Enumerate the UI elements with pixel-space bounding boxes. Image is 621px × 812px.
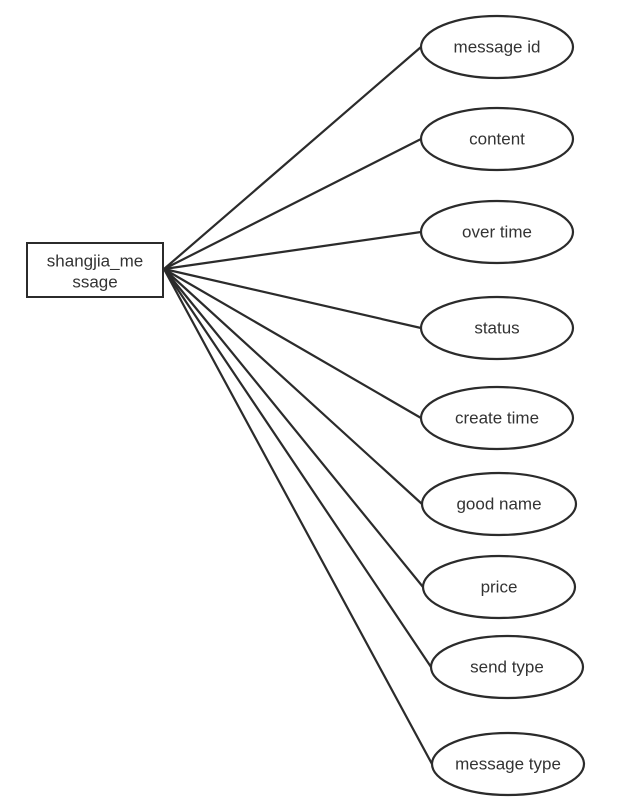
entity-node[interactable]: shangjia_me ssage: [26, 242, 164, 298]
edge-good-name: [162, 267, 424, 506]
edge-over-time: [162, 230, 423, 271]
entity-name-line-2: ssage: [72, 273, 117, 292]
attribute-ellipse[interactable]: [419, 199, 575, 265]
attribute-label: message type: [455, 755, 561, 774]
attribute-label: message id: [454, 38, 541, 57]
attribute-label: price: [481, 578, 518, 597]
attribute-ellipse[interactable]: [419, 14, 575, 80]
attribute-label: good name: [456, 495, 541, 514]
attribute-good-name[interactable]: good name: [420, 471, 578, 537]
attribute-ellipse[interactable]: [419, 295, 575, 361]
edge-message-id: [162, 45, 423, 271]
attribute-label: status: [474, 319, 519, 338]
edge-send-type: [162, 267, 433, 669]
edge-create-time: [162, 267, 423, 420]
attribute-send-type[interactable]: send type: [429, 634, 585, 700]
attribute-ellipse[interactable]: [419, 385, 575, 451]
attribute-label: over time: [462, 223, 532, 242]
edge-status: [162, 267, 423, 330]
attribute-label: create time: [455, 409, 539, 428]
entity-name-line-1: shangjia_me: [47, 252, 143, 271]
attribute-label: content: [469, 130, 525, 149]
edge-content: [162, 137, 423, 271]
attribute-nodes: message id content over time status create t…: [419, 14, 586, 797]
attribute-status[interactable]: status: [419, 295, 575, 361]
attribute-create-time[interactable]: create time: [419, 385, 575, 451]
attribute-message-type[interactable]: message type: [430, 731, 586, 797]
attribute-ellipse[interactable]: [420, 471, 578, 537]
relationship-lines: [162, 45, 434, 766]
attribute-price[interactable]: price: [421, 554, 577, 620]
attribute-label: send type: [470, 658, 544, 677]
attribute-ellipse[interactable]: [421, 554, 577, 620]
edge-message-type: [162, 267, 434, 766]
attribute-ellipse[interactable]: [419, 106, 575, 172]
edge-price: [162, 267, 425, 589]
attribute-ellipse[interactable]: [430, 731, 586, 797]
attribute-over-time[interactable]: over time: [419, 199, 575, 265]
attribute-message-id[interactable]: message id: [419, 14, 575, 80]
attribute-ellipse[interactable]: [429, 634, 585, 700]
attribute-content[interactable]: content: [419, 106, 575, 172]
entity-box[interactable]: [26, 242, 164, 298]
